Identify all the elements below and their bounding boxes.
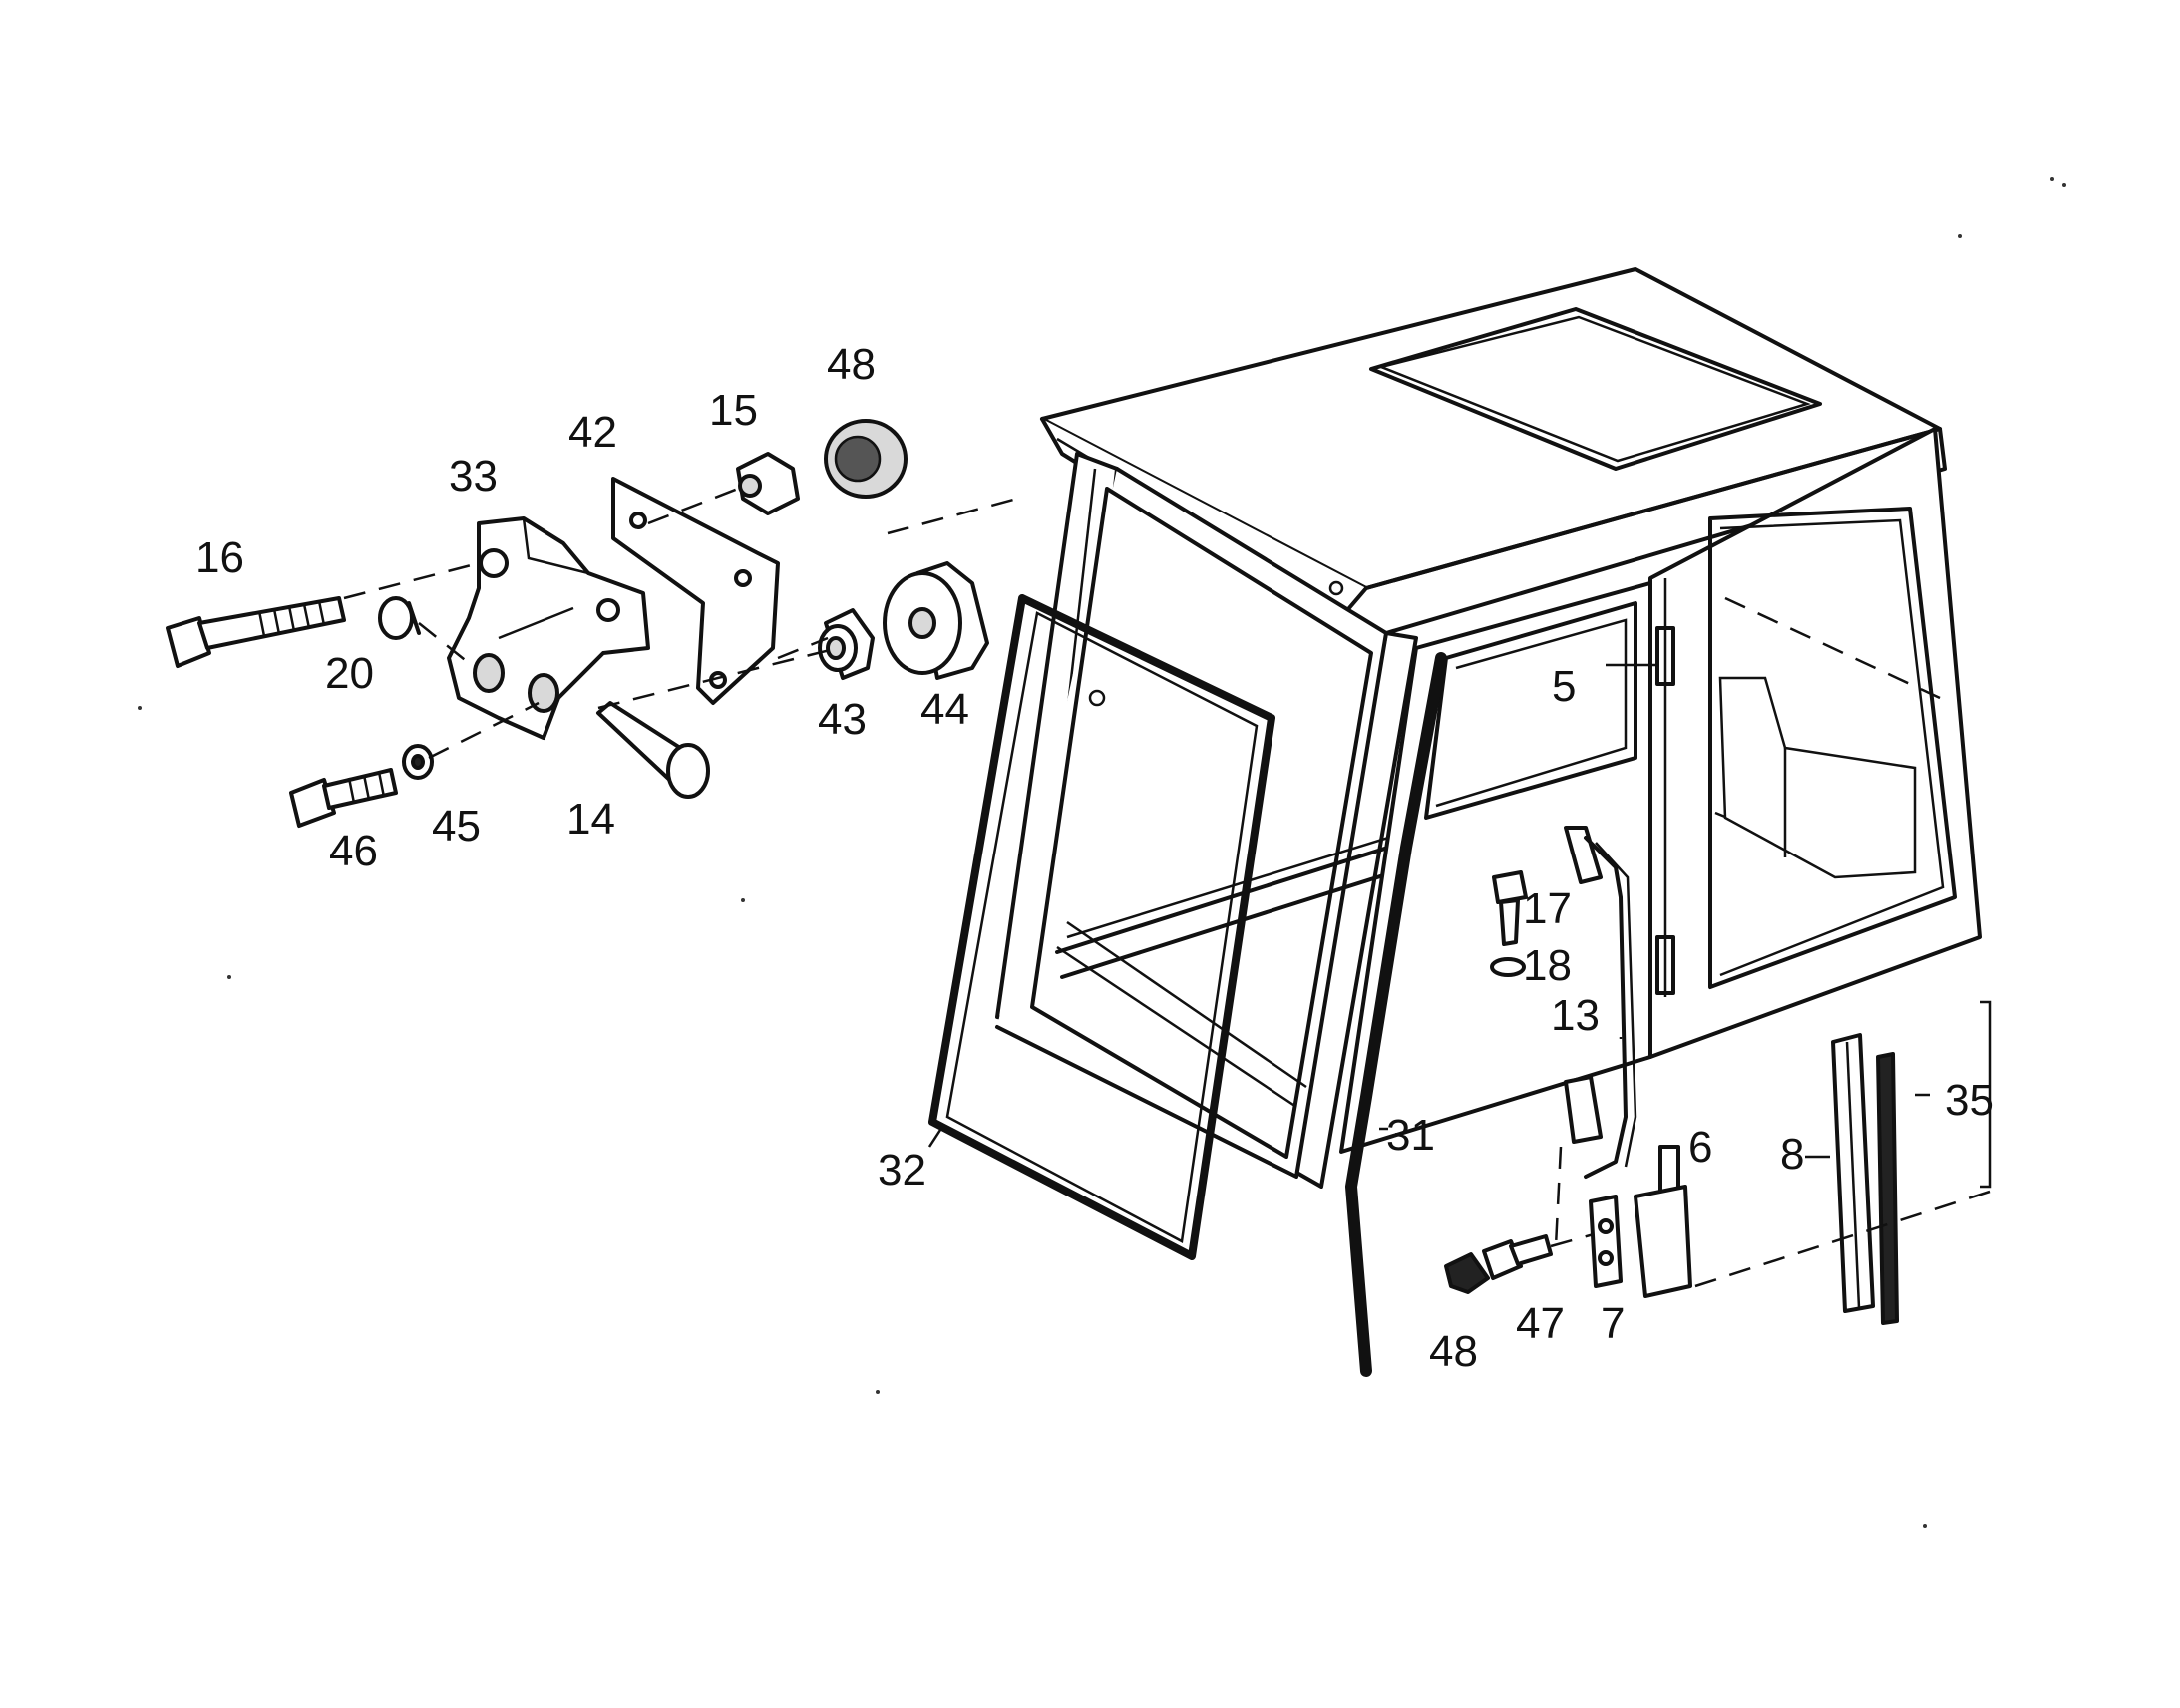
scan-specks bbox=[138, 177, 2066, 1528]
hinge-plate-7 bbox=[1589, 1195, 1623, 1288]
bolt-17 bbox=[1492, 870, 1528, 946]
callout-6: 6 bbox=[1688, 1123, 1712, 1172]
callout-13: 13 bbox=[1551, 991, 1600, 1040]
door-edge-strip bbox=[1345, 652, 1447, 1377]
callout-47: 47 bbox=[1516, 1299, 1565, 1348]
callout-48-bottom: 48 bbox=[1429, 1327, 1478, 1376]
callout-33: 33 bbox=[449, 452, 498, 501]
callout-43: 43 bbox=[818, 695, 867, 744]
callout-18: 18 bbox=[1523, 941, 1572, 990]
pin-14 bbox=[596, 701, 710, 799]
callout-5: 5 bbox=[1552, 662, 1576, 711]
callout-7: 7 bbox=[1601, 1299, 1625, 1348]
callout-31: 31 bbox=[1386, 1111, 1435, 1160]
callout-44: 44 bbox=[920, 685, 969, 734]
mounting-plate-42 bbox=[611, 477, 780, 705]
washer-45 bbox=[402, 744, 434, 780]
assembly-lines-left bbox=[343, 487, 1018, 760]
door-window-seal bbox=[928, 594, 1275, 1260]
bolt-47 bbox=[1482, 1232, 1595, 1280]
cab-body bbox=[995, 267, 1982, 1189]
callout-16: 16 bbox=[195, 533, 244, 582]
mounting-bracket-33 bbox=[447, 516, 650, 740]
rubber-mount-44 bbox=[883, 561, 989, 680]
callout-17: 17 bbox=[1523, 884, 1572, 933]
rubber-mount-48-top bbox=[824, 419, 908, 499]
callout-labels: 16 20 33 42 15 48 43 44 46 45 14 5 17 18… bbox=[195, 340, 1994, 1376]
callout-15: 15 bbox=[709, 386, 758, 435]
callout-8: 8 bbox=[1780, 1130, 1804, 1179]
bolt-16 bbox=[166, 596, 346, 668]
clip-48-bottom bbox=[1444, 1252, 1490, 1294]
callout-42: 42 bbox=[568, 408, 617, 457]
callout-45: 45 bbox=[432, 802, 481, 851]
circlip-20 bbox=[378, 596, 421, 640]
washer-18 bbox=[1490, 957, 1526, 977]
spacer-43 bbox=[818, 608, 875, 680]
callout-20: 20 bbox=[325, 649, 374, 698]
assembly-lines-right bbox=[927, 663, 1992, 1288]
callout-32: 32 bbox=[878, 1146, 926, 1195]
seal-strip-8 bbox=[1831, 1033, 1875, 1313]
bolt-46 bbox=[289, 768, 398, 828]
hinge-pin-6 bbox=[1634, 1145, 1692, 1298]
grab-handle-13 bbox=[1554, 826, 1637, 1247]
callout-46: 46 bbox=[329, 827, 378, 875]
callout-14: 14 bbox=[566, 795, 615, 844]
callout-48-top: 48 bbox=[827, 340, 876, 389]
seal-strip-35 bbox=[1876, 1052, 1899, 1325]
callout-35: 35 bbox=[1945, 1076, 1994, 1125]
nut-15 bbox=[736, 452, 800, 515]
